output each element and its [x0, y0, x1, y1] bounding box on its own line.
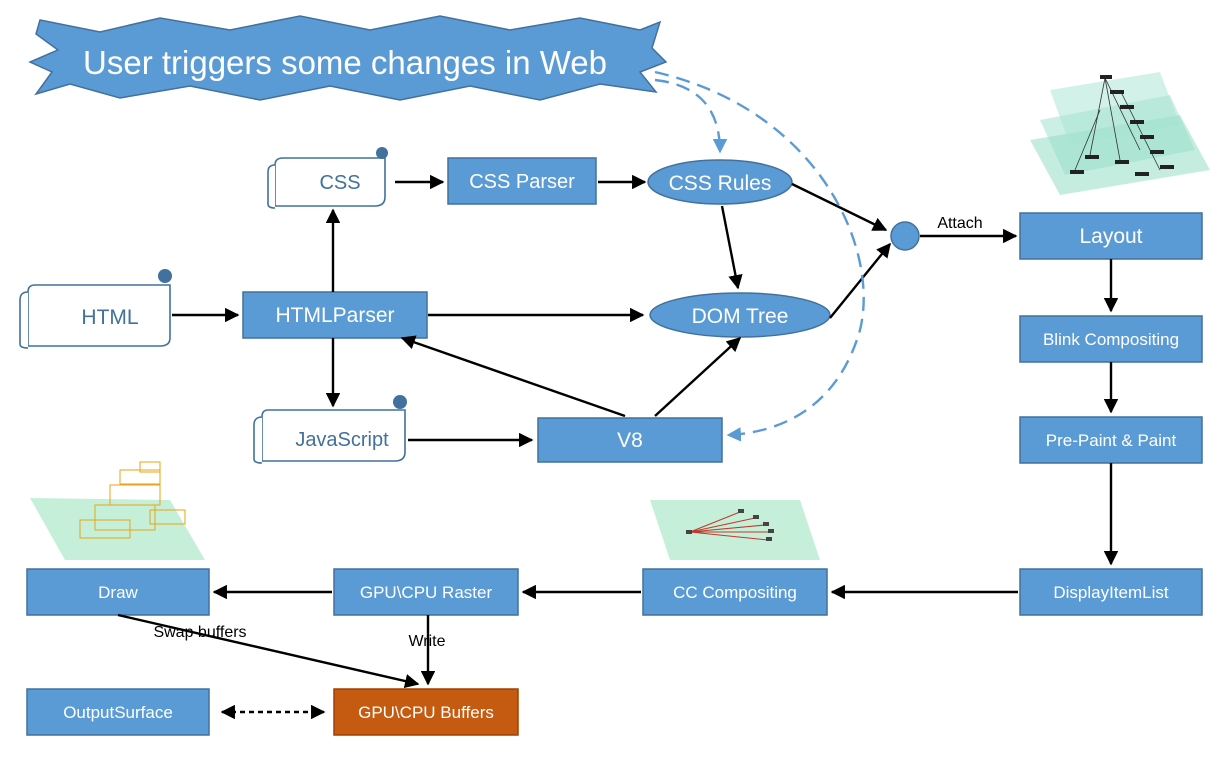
svg-text:Pre-Paint & Paint: Pre-Paint & Paint — [1046, 431, 1177, 450]
display-item-list-node: DisplayItemList — [1019, 568, 1203, 616]
html-scroll: HTML — [19, 269, 172, 349]
svg-text:V8: V8 — [617, 429, 643, 452]
css-rules-node: CSS Rules — [647, 159, 793, 205]
svg-text:GPU\CPU Raster: GPU\CPU Raster — [360, 583, 493, 602]
attach-label: Attach — [937, 215, 982, 232]
draw-layer-illustration — [30, 461, 205, 560]
draw-node: Draw — [26, 568, 210, 616]
html-label: HTML — [81, 306, 138, 329]
raster-node: GPU\CPU Raster — [333, 568, 519, 616]
v8-node: V8 — [537, 417, 723, 463]
svg-text:GPU\CPU Buffers: GPU\CPU Buffers — [358, 703, 494, 722]
javascript-scroll: JavaScript — [253, 395, 407, 464]
svg-text:DisplayItemList: DisplayItemList — [1053, 583, 1169, 602]
trigger-dashed-arrows — [654, 70, 865, 442]
svg-text:Layout: Layout — [1079, 225, 1142, 248]
output-surface-node: OutputSurface — [26, 688, 210, 736]
cc-layer-illustration — [650, 500, 820, 560]
layout-tree-illustration — [1030, 72, 1210, 195]
svg-text:OutputSurface: OutputSurface — [63, 703, 173, 722]
swap-buffers-label: Swap buffers — [153, 624, 246, 641]
buffers-node: GPU\CPU Buffers — [333, 688, 519, 736]
banner-shape — [28, 15, 668, 101]
svg-text:DOM Tree: DOM Tree — [692, 305, 789, 328]
pre-paint-node: Pre-Paint & Paint — [1019, 416, 1203, 464]
css-parser-node: CSS Parser — [447, 157, 597, 205]
svg-text:Blink Compositing: Blink Compositing — [1043, 330, 1179, 349]
css-scroll: CSS — [267, 147, 388, 209]
trigger-banner: User triggers some changes in Web — [28, 15, 668, 101]
dom-tree-node: DOM Tree — [649, 292, 831, 338]
svg-text:Draw: Draw — [98, 583, 138, 602]
svg-text:CSS Parser: CSS Parser — [469, 171, 575, 193]
blink-compositing-node: Blink Compositing — [1019, 315, 1203, 363]
html-parser-node: HTMLParser — [242, 291, 428, 339]
cc-compositing-node: CC Compositing — [642, 568, 828, 616]
svg-text:CC Compositing: CC Compositing — [673, 583, 797, 602]
css-label: CSS — [319, 172, 360, 194]
svg-text:HTMLParser: HTMLParser — [275, 304, 394, 327]
svg-text:CSS Rules: CSS Rules — [669, 172, 772, 195]
banner-text: User triggers some changes in Web — [83, 44, 607, 81]
javascript-label: JavaScript — [295, 429, 389, 451]
attach-junction — [890, 221, 920, 251]
write-label: Write — [408, 633, 445, 650]
flow-arrows — [117, 174, 1119, 720]
layout-node: Layout — [1019, 212, 1203, 260]
